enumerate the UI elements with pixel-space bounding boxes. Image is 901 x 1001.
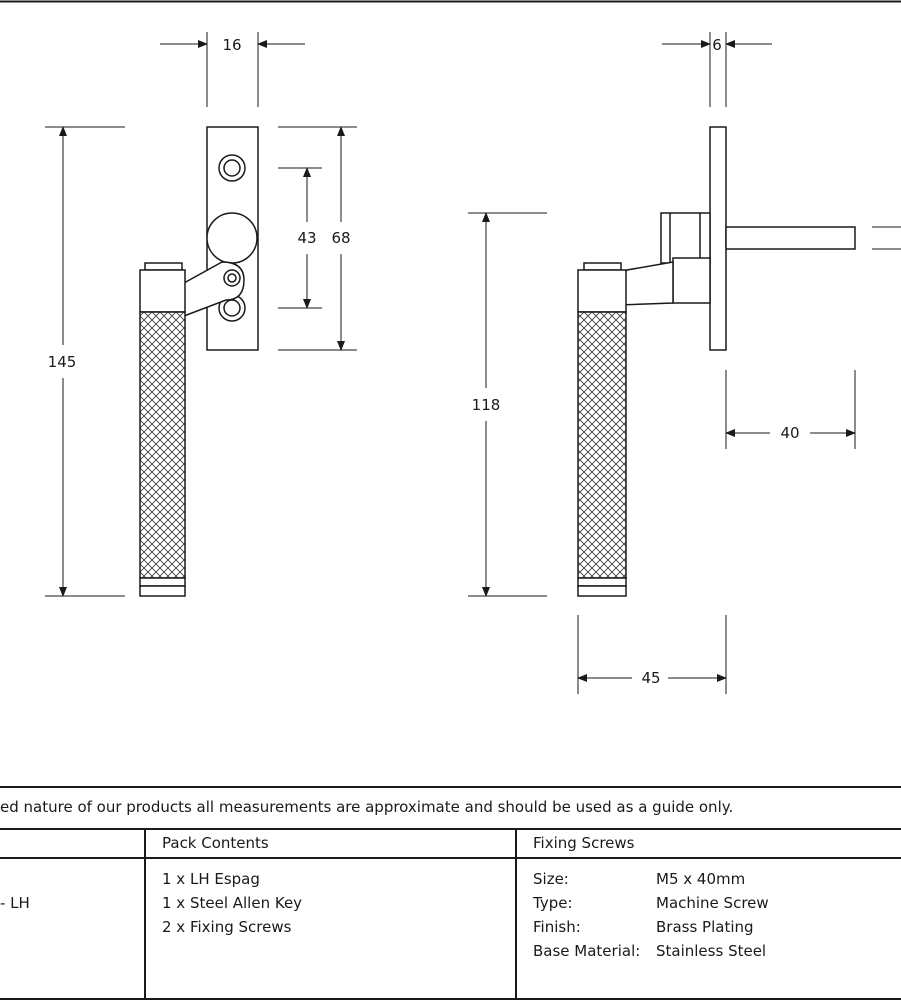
product-name-fragment: - LH — [0, 894, 30, 912]
front-view — [139, 126, 259, 597]
pack-contents-heading: Pack Contents — [162, 834, 269, 852]
spec-label: Size: — [533, 870, 569, 888]
side-backplate — [709, 126, 727, 351]
dim-hole-spacing: 43 — [297, 229, 316, 247]
dim-side-thickness: 6 — [712, 36, 722, 54]
dim-backplate-height: 68 — [331, 229, 350, 247]
side-knob — [660, 212, 711, 264]
pack-item: 1 x Steel Allen Key — [162, 894, 303, 912]
spec-label: Base Material: — [533, 942, 641, 960]
handle-collar — [139, 269, 186, 313]
spec-value: Brass Plating — [656, 918, 754, 936]
pack-item: 2 x Fixing Screws — [162, 918, 292, 936]
side-knurled-grip — [577, 311, 627, 579]
fixing-screws-heading: Fixing Screws — [533, 834, 635, 852]
dim-front-height: 145 — [48, 353, 77, 371]
spec-value: Machine Screw — [656, 894, 769, 912]
spec-value: Stainless Steel — [656, 942, 767, 960]
dim-front-width: 16 — [222, 36, 241, 54]
dim-side-height: 118 — [472, 396, 501, 414]
spindle — [725, 226, 856, 250]
side-view — [577, 126, 856, 597]
pack-item: 1 x LH Espag — [162, 870, 260, 888]
dim-spindle-length: 40 — [780, 424, 799, 442]
measurement-disclaimer: ed nature of our products all measuremen… — [0, 798, 734, 816]
top-screw-hole — [218, 154, 246, 182]
knurled-grip — [139, 311, 186, 579]
knob — [206, 212, 258, 264]
spec-value: M5 x 40mm — [656, 870, 746, 888]
spec-label: Type: — [533, 894, 573, 912]
dim-projection: 45 — [641, 669, 660, 687]
handle-end-cap — [139, 585, 186, 597]
spec-label: Finish: — [533, 918, 581, 936]
